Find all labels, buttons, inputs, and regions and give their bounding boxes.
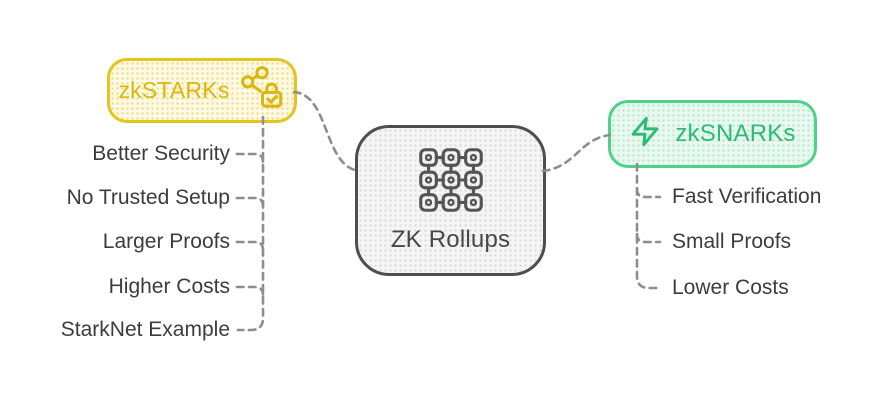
blockchain-grid-icon xyxy=(418,147,484,218)
zk-rollups-label: ZK Rollups xyxy=(390,226,511,253)
connector-left-item-2 xyxy=(235,240,265,252)
connector-left-item-0 xyxy=(235,152,265,164)
lightning-icon xyxy=(629,113,661,155)
leaf-starknet-example: StarkNet Example xyxy=(60,318,230,341)
connector-left-item-3 xyxy=(235,285,265,297)
node-zkstarks: zkSTARKs xyxy=(107,58,297,123)
leaf-no-trusted-setup: No Trusted Setup xyxy=(66,186,230,209)
connector-left-item-1 xyxy=(235,196,265,208)
leaf-higher-costs: Higher Costs xyxy=(108,275,230,298)
connector-right-trunk xyxy=(635,162,663,290)
connector-zkstarks-center xyxy=(292,90,361,173)
leaf-small-proofs: Small Proofs xyxy=(672,230,792,253)
leaf-better-security: Better Security xyxy=(92,142,230,165)
node-zksnarks: zkSNARKs xyxy=(608,100,817,168)
connector-right-item-1 xyxy=(635,232,662,244)
connector-right-item-0 xyxy=(635,187,662,199)
share-lock-icon xyxy=(240,66,286,115)
node-zk-rollups: ZK Rollups xyxy=(355,125,546,276)
leaf-larger-proofs: Larger Proofs xyxy=(102,230,230,253)
leaf-fast-verification: Fast Verification xyxy=(672,185,822,208)
zksnarks-label: zkSNARKs xyxy=(675,120,796,147)
leaf-lower-costs: Lower Costs xyxy=(672,276,789,299)
zkstarks-label: zkSTARKs xyxy=(118,77,230,103)
connector-center-zksnarks xyxy=(541,133,612,173)
connector-left-trunk xyxy=(236,115,265,332)
